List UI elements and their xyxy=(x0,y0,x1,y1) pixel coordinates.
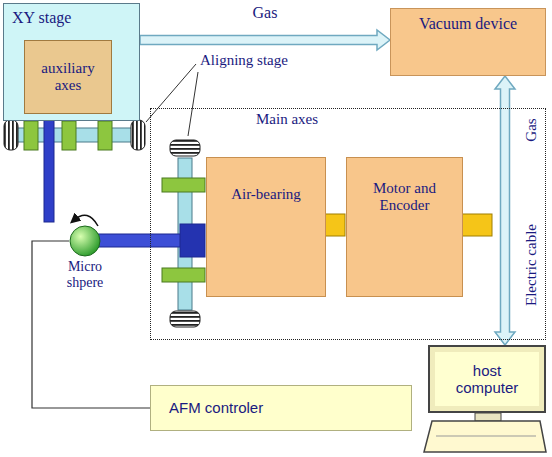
axes-box: auxiliary axes xyxy=(24,40,112,114)
signal-wire xyxy=(32,241,150,408)
node-label: XY stage xyxy=(12,9,71,27)
adjust-knob xyxy=(131,120,145,150)
flow-arrow xyxy=(140,30,390,50)
node-label: Main axes xyxy=(256,111,318,128)
coupler xyxy=(325,214,345,236)
adjust-knob xyxy=(170,140,200,156)
node-label: Vacuum device xyxy=(419,15,517,33)
stage-box: XY stage auxiliary axes xyxy=(3,3,140,121)
node-label: auxiliary axes xyxy=(29,60,107,95)
node-label: host computer xyxy=(446,362,528,397)
coupler xyxy=(462,214,492,236)
spindle-shaft xyxy=(98,234,188,247)
node-label: Motor and Encoder xyxy=(351,180,458,215)
group-box: Main axesAir-bearing Motor and Encoder xyxy=(150,108,546,340)
aligning-block xyxy=(98,121,112,150)
leader-line xyxy=(146,64,196,122)
micro-sphere xyxy=(70,226,100,256)
node-label: AFM controler xyxy=(169,399,263,416)
node-label: Micro shpere xyxy=(55,259,115,291)
computer-base xyxy=(424,421,546,452)
rotation-arrow xyxy=(74,215,98,226)
sphere-outline xyxy=(69,225,101,257)
leader-line xyxy=(188,72,198,136)
part-name: Aligning stage xyxy=(200,52,295,69)
controller-box: AFM controler xyxy=(150,385,412,431)
component-box: Motor and Encoder xyxy=(346,157,463,297)
edge-label: Gas xyxy=(251,4,280,22)
aligning-block xyxy=(62,121,76,150)
aligning-block xyxy=(162,178,205,192)
sphere-node: Micro shpere xyxy=(55,225,115,298)
component-box: Air-bearing xyxy=(206,157,326,297)
cable-label: Gas xyxy=(523,118,540,141)
adjust-knob xyxy=(4,120,18,150)
keyboard-line xyxy=(436,436,536,437)
aligning-block xyxy=(24,121,38,150)
computer-monitor: host computer xyxy=(428,345,546,413)
aligning-block xyxy=(162,268,205,282)
adjust-knob xyxy=(170,311,200,327)
spindle-hub xyxy=(180,224,205,257)
device-box: Vacuum device xyxy=(390,8,546,76)
monitor-stand xyxy=(475,413,501,421)
cable-label: Electric cable xyxy=(523,224,540,306)
node-label: Air-bearing xyxy=(231,186,301,203)
flow-arrow xyxy=(495,76,515,345)
probe-rod xyxy=(44,118,54,222)
